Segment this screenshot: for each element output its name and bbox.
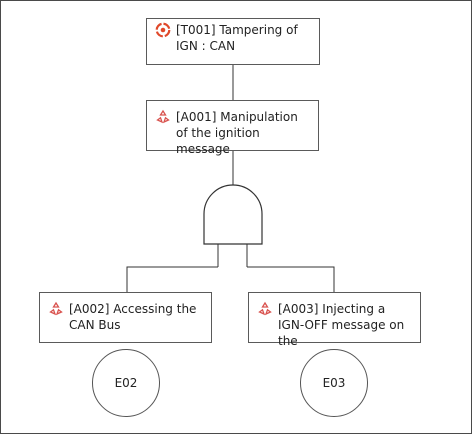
attack-step-icon bbox=[49, 301, 63, 316]
attack-step-label: [A001] Manipulation of the ignition mess… bbox=[176, 110, 298, 156]
event-node-e03[interactable]: E03 bbox=[300, 349, 368, 417]
threat-icon bbox=[155, 22, 171, 38]
event-label: E02 bbox=[114, 376, 138, 390]
attack-step-a002[interactable]: [A002] Accessing the CAN Bus bbox=[39, 292, 212, 343]
connector-gate-to-a002 bbox=[126, 266, 218, 292]
connector-gate-to-a003 bbox=[247, 266, 335, 292]
attack-step-a001[interactable]: [A001] Manipulation of the ignition mess… bbox=[146, 100, 319, 156]
attack-step-label: [A003] Injecting a IGN-OFF message on th… bbox=[278, 302, 405, 348]
event-node-e02[interactable]: E02 bbox=[92, 349, 160, 417]
attack-step-label: [A002] Accessing the CAN Bus bbox=[69, 302, 197, 332]
event-label: E03 bbox=[322, 376, 346, 390]
threat-node-t001[interactable]: [T001] Tampering of IGN : CAN bbox=[146, 18, 320, 65]
attack-step-icon bbox=[258, 301, 272, 316]
and-gate-icon[interactable] bbox=[203, 184, 263, 245]
threat-label: [T001] Tampering of IGN : CAN bbox=[176, 23, 298, 53]
attack-step-icon bbox=[156, 109, 170, 124]
attack-step-a003[interactable]: [A003] Injecting a IGN-OFF message on th… bbox=[248, 292, 421, 348]
